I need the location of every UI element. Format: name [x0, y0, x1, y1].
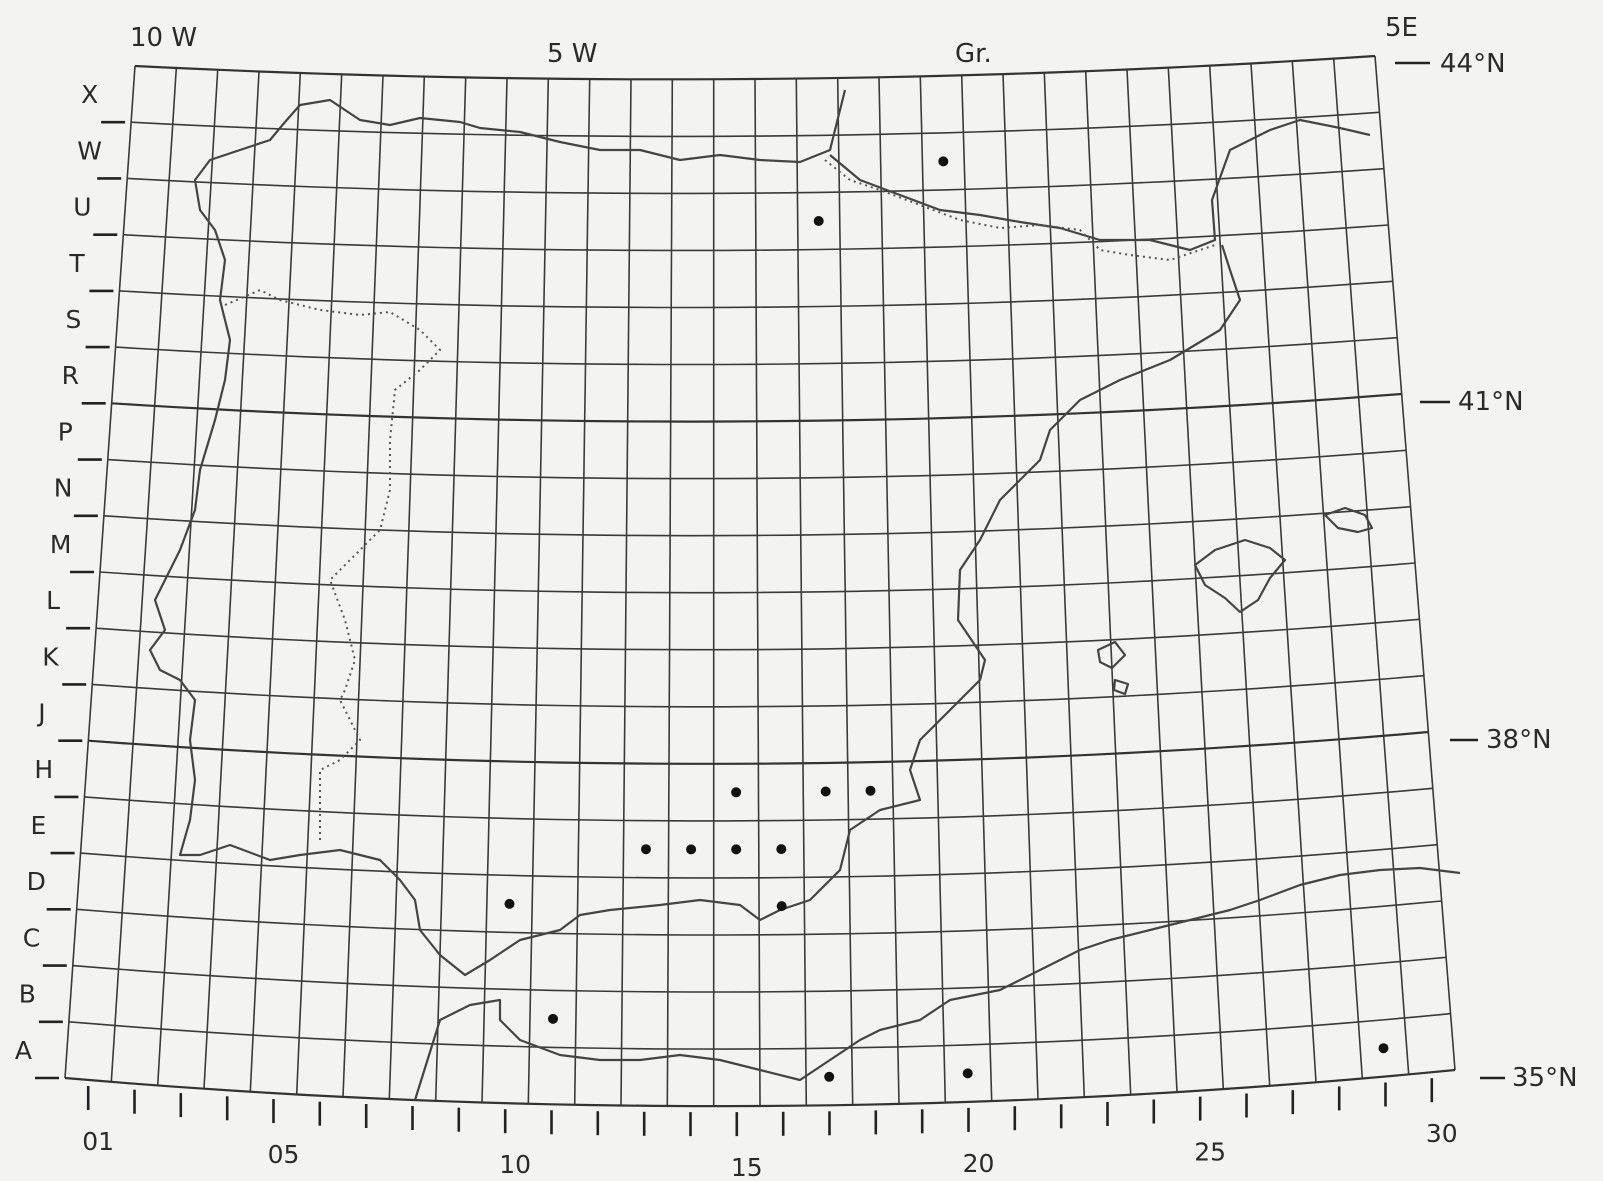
lon-label-5e: 5E [1385, 13, 1418, 43]
row-label-x: X [81, 80, 98, 109]
row-label-c: C [23, 923, 40, 952]
grid-row-line [119, 280, 1393, 309]
grid-row-line [134, 54, 1376, 81]
grid-row-line [99, 562, 1416, 594]
record-dot-15h [731, 787, 742, 798]
column-label-05: 05 [268, 1140, 300, 1169]
record-dot-17a [824, 1071, 835, 1082]
record-dot-10d [504, 898, 515, 909]
lat-label-35n: 35°N [1512, 1063, 1578, 1093]
record-dot-17h [820, 786, 831, 797]
record-dot-11b [548, 1013, 558, 1024]
record-dot-20w [938, 156, 949, 167]
lon-label-10w: 10 W [130, 23, 197, 53]
lon-label-greenwich: Gr. [955, 39, 992, 69]
grid-row-line [92, 674, 1424, 708]
row-label-a: A [15, 1036, 32, 1065]
grid-row-line [111, 392, 1402, 423]
latitude-labels: 44°N 41°N 38°N 35°N [1395, 49, 1578, 1093]
row-label-u: U [73, 193, 91, 222]
row-label-d: D [27, 867, 46, 896]
row-label-h: H [34, 755, 53, 784]
grid-row-line [88, 730, 1429, 765]
lat-label-44n: 44°N [1440, 49, 1506, 79]
column-ticks [86, 1078, 1434, 1137]
column-label-01: 01 [82, 1127, 114, 1156]
grid-row-line [123, 224, 1389, 252]
column-label-25: 25 [1194, 1138, 1226, 1167]
row-label-m: M [50, 530, 72, 559]
column-labels: 01 05 10 15 20 25 30 [82, 1119, 1457, 1181]
grid-row-line [103, 505, 1411, 537]
row-label-b: B [19, 980, 36, 1009]
record-dots [504, 156, 1389, 1082]
row-label-s: S [66, 305, 82, 334]
row-label-j: J [36, 699, 45, 728]
record-dot-16d [776, 901, 787, 912]
grid-row-line [84, 787, 1433, 822]
grid-row-line [96, 618, 1420, 651]
lat-label-38n: 38°N [1486, 725, 1552, 755]
column-label-15: 15 [731, 1153, 763, 1181]
record-dot-15e [731, 844, 742, 855]
coastline [148, 89, 1461, 1101]
utm-grid [64, 54, 1456, 1108]
row-label-l: L [46, 586, 60, 615]
column-label-20: 20 [963, 1149, 995, 1178]
record-dot-13e [641, 844, 651, 855]
record-dot-29a [1378, 1043, 1389, 1054]
record-dot-17u [813, 216, 824, 226]
record-dot-16e [776, 844, 787, 855]
column-label-10: 10 [499, 1150, 531, 1179]
grid-row-line [131, 111, 1380, 138]
grid-row-line [107, 449, 1407, 480]
row-label-p: P [58, 417, 73, 446]
row-label-t: T [68, 249, 85, 278]
political-borders [224, 159, 1216, 840]
record-dot-14e [686, 844, 697, 855]
longitude-labels: 10 W 5 W Gr. 5E [130, 13, 1418, 69]
grid-row-line [64, 1068, 1456, 1108]
row-label-n: N [54, 474, 73, 503]
grid-row-line [127, 167, 1384, 195]
row-label-k: K [42, 642, 59, 671]
grid-row-line [68, 1012, 1451, 1050]
grid-row-line [80, 843, 1438, 879]
lat-label-41n: 41°N [1458, 387, 1524, 417]
grid-row-line [76, 900, 1442, 936]
row-label-r: R [62, 361, 79, 390]
row-label-w: W [77, 136, 102, 165]
row-label-e: E [31, 811, 47, 840]
record-dot-18h [865, 785, 876, 796]
grid-row-line [72, 956, 1447, 993]
record-dot-20a [962, 1068, 973, 1079]
lon-label-5w: 5 W [547, 39, 598, 69]
column-label-30: 30 [1426, 1119, 1458, 1148]
